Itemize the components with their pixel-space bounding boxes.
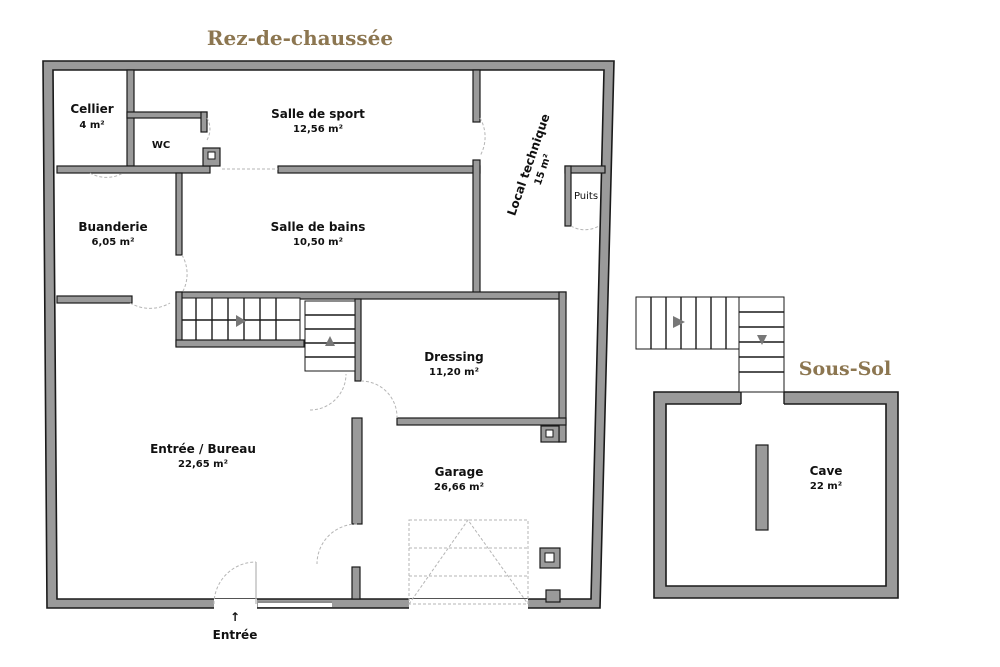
entrance-label: Entrée [213, 628, 258, 642]
room-garage-area: 26,66 m² [434, 482, 484, 493]
stair-wall-bottom [175, 339, 305, 348]
room-puits: Puits [574, 191, 598, 202]
door-entree [213, 561, 257, 605]
wall-wc-right [200, 111, 208, 133]
ground-floor-title: Rez-de-chaussée [207, 26, 393, 50]
door-buanderie [129, 302, 171, 309]
basement-stair-horizontal [635, 296, 740, 350]
room-cellier-area: 4 m² [79, 120, 104, 131]
garage-post-2 [545, 589, 561, 603]
wall-garage-left [351, 417, 363, 525]
door-bains [181, 254, 188, 294]
outer-wall [42, 60, 615, 609]
room-garage: Garage [435, 465, 484, 479]
basement-title: Sous-Sol [799, 358, 891, 380]
stair-horizontal [179, 297, 301, 343]
room-dressing-area: 11,20 m² [429, 367, 479, 378]
basement-arrow-down [757, 335, 767, 345]
room-cellier: Cellier [70, 102, 113, 116]
wall-bains-bottom [56, 295, 133, 304]
room-bains: Salle de bains [271, 220, 366, 234]
door-cellier [89, 172, 124, 178]
basement-pillar [755, 444, 769, 531]
basement-stair-vertical [738, 296, 785, 393]
room-sport-area: 12,56 m² [293, 124, 343, 135]
wall-local-left [472, 159, 481, 297]
room-sport: Salle de sport [271, 107, 365, 121]
basement-wall [653, 391, 899, 599]
wall-dressing-left [354, 298, 362, 382]
puits-left [564, 165, 572, 227]
wall-sport-right [472, 69, 481, 123]
door-local-puits [570, 225, 600, 231]
basement-arrow-right [673, 316, 685, 328]
garage-door [408, 519, 529, 605]
stair-arrow-right [236, 315, 246, 327]
room-dressing: Dressing [424, 350, 484, 364]
wall-wc-top [126, 111, 208, 119]
entrance-arrow-icon: ↑ [230, 610, 240, 624]
garage-door-diag [408, 519, 529, 605]
door-stair [309, 373, 347, 411]
wall-garage-left-low [351, 566, 361, 600]
room-entree-bureau: Entrée / Bureau [150, 442, 256, 456]
room-entree-bureau-area: 22,65 m² [178, 459, 228, 470]
stair-arrow-up [325, 336, 335, 346]
wall-sport-bottom-right [277, 165, 481, 174]
stair-wall [175, 291, 183, 347]
room-cave: Cave [810, 464, 843, 478]
door-sport-local [479, 117, 486, 157]
wall-dressing-bottom [396, 417, 567, 426]
door-dressing [360, 380, 398, 419]
wall-dressing-right [558, 291, 567, 443]
room-wc: WC [152, 140, 170, 151]
wall-sport-bottom-left [56, 165, 211, 174]
door-garage [316, 523, 358, 565]
room-cave-area: 22 m² [810, 481, 842, 492]
dressing-post-inner [545, 429, 554, 438]
garage-post-inner [544, 552, 555, 563]
wc-fixture-inner [207, 151, 216, 160]
room-bains-area: 10,50 m² [293, 237, 343, 248]
wall-buanderie-right [175, 172, 183, 256]
room-buanderie: Buanderie [78, 220, 147, 234]
door-wc [206, 117, 211, 141]
room-local: Local technique 15 m² [505, 112, 554, 218]
room-buanderie-area: 6,05 m² [92, 237, 135, 248]
